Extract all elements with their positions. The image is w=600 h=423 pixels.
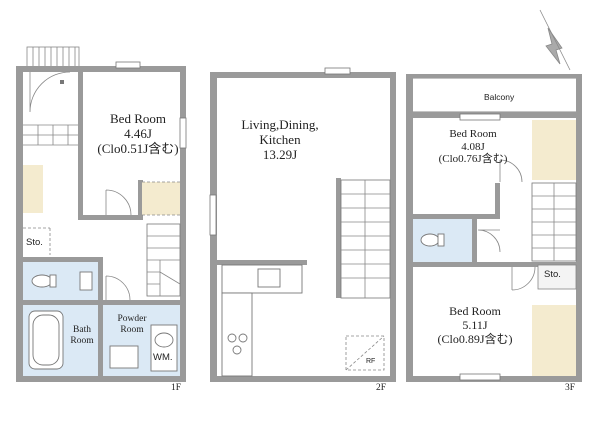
window-1f-right <box>179 117 187 149</box>
toilet-tank-1f <box>49 274 57 288</box>
floor-3f-label: 3F <box>565 383 576 393</box>
bathtub-inner <box>32 314 60 366</box>
ldk-line2: Kitchen <box>259 131 301 147</box>
storage-1f-label: Sto. <box>26 237 43 248</box>
floor-2f-plan <box>209 67 396 382</box>
shoe-closet <box>23 165 43 213</box>
roof-hatch-diagonal <box>345 335 385 371</box>
stove-burner-icon <box>227 333 237 343</box>
wall-2f-bottom <box>210 376 396 382</box>
wall-1f-bottom <box>16 376 186 382</box>
ldk-line1: Living,Dining, <box>241 117 319 132</box>
stair-treads-3f <box>532 183 576 261</box>
toilet-sink-1f <box>79 271 93 291</box>
washer-label: WM. <box>153 352 173 363</box>
balcony-area <box>407 77 579 113</box>
bedroom-1f-label: Bed Room 4.46J (Clo0.51J含む) <box>88 111 188 157</box>
window-1f-top <box>115 61 141 69</box>
wall-1f-bed-bottom <box>83 215 138 220</box>
bedroom-3f-b-closet: (Clo0.89J含む) <box>437 331 513 346</box>
bath-room-line2: Room <box>70 335 94 346</box>
toilet-3f-door <box>477 229 501 253</box>
window-2f-top <box>324 67 351 75</box>
bath-room-line1: Bath <box>73 325 91 335</box>
toilet-door-1f <box>105 275 131 301</box>
wall-3f-bed-a-right <box>495 183 500 219</box>
bedroom-3f-a-label: Bed Room 4.08J (Clo0.76J含む) <box>420 128 526 166</box>
window-3f-b <box>459 373 501 381</box>
storage-3f-label: Sto. <box>544 269 561 280</box>
washer-icon <box>154 332 174 348</box>
toilet-3f-icon <box>420 233 440 247</box>
entrance-door-knob <box>60 80 64 84</box>
bedroom-1f-closet: (Clo0.51J含む) <box>97 140 179 156</box>
bedroom-1f-size: 4.46J <box>124 125 152 141</box>
bedroom-3f-a-closet: (Clo0.76J含む) <box>438 153 508 166</box>
stairs-2f <box>340 179 391 299</box>
storage-3f <box>537 264 577 290</box>
wall-3f-bed-a-bottom <box>413 214 495 219</box>
kitchen-counter-back <box>217 260 307 265</box>
storage-1f-outline <box>23 227 51 255</box>
window-3f-a <box>459 113 501 121</box>
powder-room-line1: Powder <box>117 314 147 324</box>
wall-1f-toilet-top <box>23 257 103 262</box>
wall-1f-left <box>16 66 23 382</box>
kitchen-side-counter <box>221 292 253 377</box>
bedroom-3f-b-size: 5.11J <box>462 317 488 332</box>
floor-3f-plan <box>406 74 582 382</box>
floor-1f-plan <box>16 46 187 382</box>
powder-room-label: Powder Room <box>108 314 156 336</box>
entrance-door-swing <box>29 71 71 113</box>
stair-treads-2f <box>341 180 390 298</box>
bedroom-3f-b-door <box>511 266 536 291</box>
kitchen-sink-icon <box>257 268 281 288</box>
wall-2f-top <box>210 72 396 78</box>
bedroom-3f-b-name: Bed Room <box>449 304 501 318</box>
roof-hatch <box>345 335 385 371</box>
floor-1f-label: 1F <box>171 383 182 393</box>
wall-3f-toilet-right <box>472 219 477 262</box>
wall-1f-bed-closet <box>138 180 143 220</box>
closet-outline <box>142 181 180 216</box>
entrance-porch <box>26 46 80 70</box>
bedroom-3f-a-name: Bed Room <box>449 128 497 140</box>
wall-2f-right <box>390 72 396 382</box>
wall-1f-top <box>16 66 186 72</box>
genkan-tiles <box>23 124 78 146</box>
north-arrow-icon <box>539 9 571 71</box>
bedroom-1f-door <box>105 189 132 216</box>
bedroom-3f-b-closet <box>532 305 576 376</box>
window-2f-left <box>209 194 217 236</box>
porch-tiles <box>32 47 76 69</box>
wall-3f-right <box>576 74 582 382</box>
stove-burner-icon <box>232 345 242 355</box>
powder-room-line2: Room <box>120 324 144 335</box>
balcony-rail <box>406 74 580 78</box>
wall-3f-left <box>406 74 413 382</box>
bedroom-3f-a-door <box>499 159 523 183</box>
floor-2f-label: 2F <box>376 383 387 393</box>
wash-basin-icon <box>109 345 139 369</box>
ldk-size: 13.29J <box>262 146 298 162</box>
bedroom-3f-a-size: 4.08J <box>461 140 485 153</box>
roof-access-label: RF <box>366 358 376 365</box>
wall-1f-right <box>180 66 186 382</box>
ldk-label: Living,Dining, Kitchen 13.29J <box>230 117 330 163</box>
balcony-label: Balcony <box>484 92 515 102</box>
wall-1f-bath-right <box>98 262 103 376</box>
wall-2f-stair <box>336 178 341 298</box>
toilet-1f-icon <box>31 274 53 288</box>
bath-room-label: Bath Room <box>64 325 100 347</box>
bedroom-1f-closet <box>142 182 180 215</box>
wall-3f-bed-b-top <box>413 262 576 267</box>
toilet-tank-3f <box>437 233 445 247</box>
bedroom-1f-name: Bed Room <box>110 111 166 126</box>
bedroom-3f-b-label: Bed Room 5.11J (Clo0.89J含む) <box>420 304 530 346</box>
bedroom-3f-a-closet <box>532 120 576 180</box>
stair-treads-1f <box>147 235 181 296</box>
stove-burner-icon <box>238 333 248 343</box>
wall-1f-bed-left <box>78 72 83 220</box>
